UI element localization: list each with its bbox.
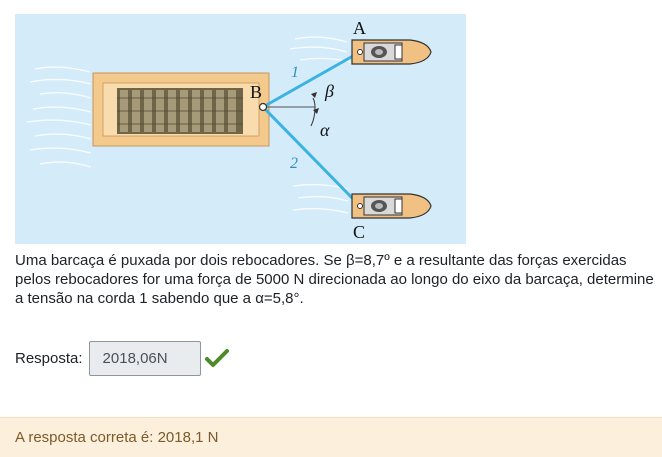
check-icon xyxy=(204,349,229,367)
alpha-arc xyxy=(310,106,316,127)
beta-arc xyxy=(312,97,316,108)
label-point-b: B xyxy=(250,82,262,102)
correct-answer-feedback: A resposta correta é: 2018,1 N xyxy=(0,417,662,457)
tugboat-c xyxy=(351,193,432,219)
label-point-a: A xyxy=(353,18,366,38)
barge-cargo xyxy=(117,88,243,134)
label-alpha: α xyxy=(320,120,330,140)
label-point-c: C xyxy=(353,222,365,242)
rope-2 xyxy=(261,105,362,208)
point-b-marker xyxy=(258,102,268,112)
answer-label: Resposta: xyxy=(15,349,83,367)
alpha-arrow-icon xyxy=(313,108,319,114)
label-beta: β xyxy=(324,81,334,101)
tugboat-a xyxy=(351,39,432,65)
answer-input[interactable]: 2018,06N xyxy=(88,340,201,376)
feedback-text: A resposta correta é: 2018,1 N xyxy=(15,429,219,446)
beta-arrow-icon xyxy=(311,92,317,98)
question-text: Uma barcaça é puxada por dois rebocadore… xyxy=(15,252,654,307)
label-rope-1: 1 xyxy=(291,64,299,81)
barge-diagram: A B C 1 2 β α xyxy=(15,14,466,244)
label-rope-2: 2 xyxy=(290,155,298,172)
rope-1 xyxy=(262,50,361,109)
answer-row: Resposta: 2018,06N xyxy=(15,339,229,377)
